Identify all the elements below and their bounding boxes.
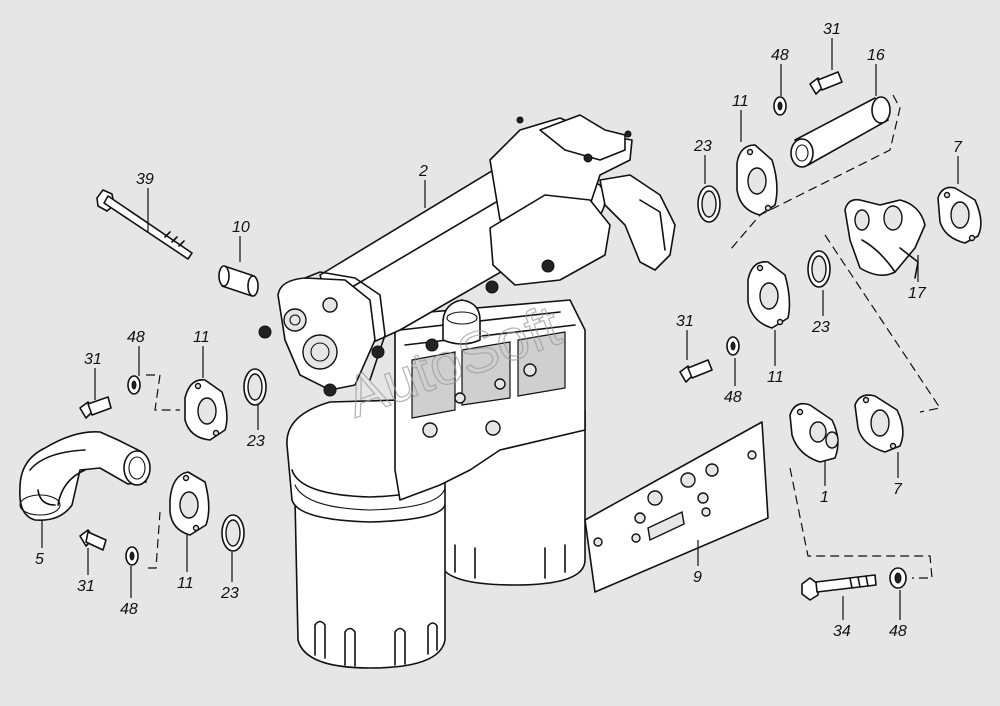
gasket-7-bottom [854, 394, 904, 453]
bolt-31-mid-right [679, 359, 713, 383]
label-11-top: 11 [732, 93, 749, 110]
assembly-line-pipe-16 [729, 94, 901, 251]
label-2: 2 [418, 163, 428, 180]
bolt-31-left-bottom [79, 529, 107, 551]
washer-48-top-right [773, 96, 787, 116]
label-23-top: 23 [693, 138, 712, 155]
bolt-31-left-top [79, 396, 112, 419]
assembly-line-plate-1 [789, 467, 933, 579]
label-11-mid: 11 [767, 369, 784, 386]
bolt-34 [801, 574, 877, 601]
washer-48-left-top [127, 375, 141, 395]
label-31-left: 31 [84, 351, 102, 368]
label-48-bottom-right: 48 [889, 623, 907, 640]
breather-cap [442, 299, 481, 345]
label-1: 1 [820, 489, 829, 506]
assembly-line-left-top [146, 374, 180, 411]
label-31-mid: 31 [676, 313, 694, 330]
gasket-11-left-bottom [169, 471, 210, 536]
washer-48-mid-right [726, 336, 740, 356]
label-48-mid: 48 [724, 389, 742, 406]
label-7-bottom: 7 [893, 481, 903, 498]
label-23-left: 23 [246, 433, 265, 450]
elbow-flange-17 [844, 198, 926, 279]
o-ring-23-left-bottom [221, 514, 245, 552]
front-filter-canister [294, 499, 446, 669]
label-16: 16 [867, 47, 885, 64]
gasket-7-top [937, 186, 982, 244]
bolt-31-top-right [809, 71, 843, 95]
label-7-top: 7 [953, 139, 963, 156]
label-31-bottom: 31 [77, 578, 95, 595]
washer-48-left-bottom [125, 546, 139, 566]
gasket-11-left-top [184, 379, 228, 441]
o-ring-23-top-right [697, 185, 721, 223]
outlet-pipe-5 [18, 431, 151, 522]
leader-lines [41, 38, 959, 620]
label-48-bottom-left: 48 [120, 601, 138, 618]
gasket-11-top-right [736, 144, 778, 216]
flange-plate-1 [789, 402, 839, 463]
o-ring-23-mid-right [807, 250, 831, 288]
gasket-11-mid-right [747, 261, 791, 329]
label-31-top: 31 [823, 21, 841, 38]
pipe-16 [790, 96, 891, 168]
long-bolt-39 [96, 189, 193, 260]
label-23-bottom: 23 [220, 585, 239, 602]
label-10: 10 [232, 219, 250, 236]
label-9: 9 [693, 569, 702, 586]
label-11-left: 11 [193, 329, 210, 346]
label-48-top: 48 [771, 47, 789, 64]
label-39: 39 [136, 171, 154, 188]
label-11-bottom: 11 [177, 575, 194, 592]
callout-labels: 39 10 2 31 48 16 11 23 7 17 23 31 48 11 … [35, 21, 963, 640]
label-23-mid: 23 [811, 319, 830, 336]
spacer-sleeve-10 [218, 265, 259, 297]
label-34: 34 [833, 623, 851, 640]
washer-48-bottom-right [889, 567, 907, 589]
o-ring-23-left-top [243, 368, 267, 406]
label-5: 5 [35, 551, 44, 568]
filter-housing-assembly [258, 114, 676, 669]
label-48-left: 48 [127, 329, 145, 346]
gasket-plate-9 [584, 421, 769, 593]
assembly-line-left-bottom [148, 511, 161, 569]
label-17: 17 [908, 285, 927, 302]
